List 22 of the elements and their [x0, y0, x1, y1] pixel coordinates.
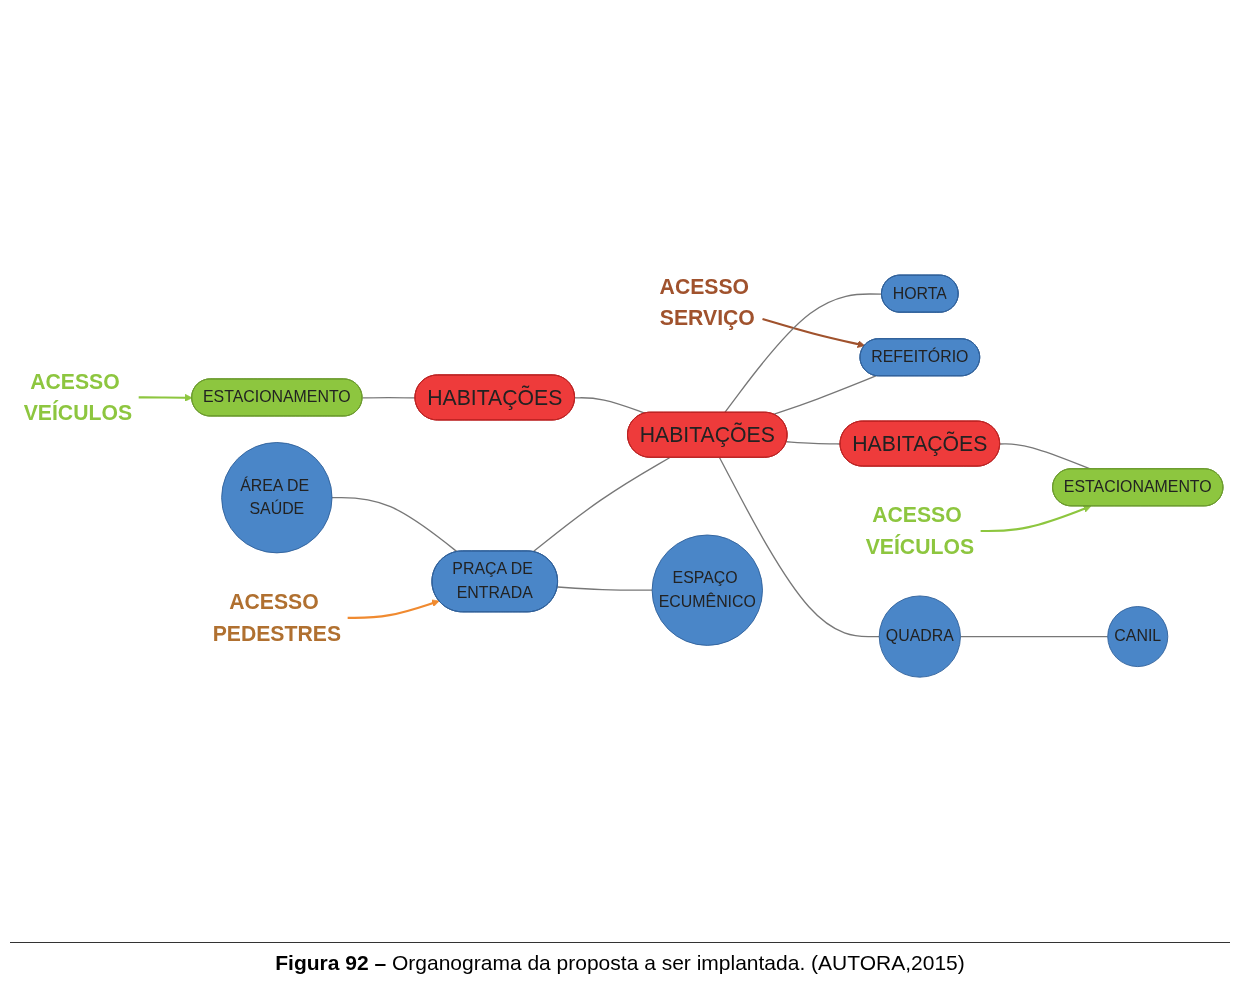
connector — [574, 397, 646, 415]
connector — [532, 457, 671, 553]
node-text: ACESSO PEDESTRES — [212, 589, 342, 646]
node-circle: ÁREA DE SAÚDE — [221, 442, 333, 554]
node-text: ACESSO VEÍCULOS — [865, 503, 975, 559]
arrow — [762, 318, 866, 349]
arrow — [347, 599, 440, 620]
connector — [772, 375, 877, 416]
connector — [556, 586, 653, 592]
figure-caption: Figura 92 – Organograma da proposta a ser implantada. (AUTORA,2015) — [10, 942, 1230, 989]
connector — [785, 441, 842, 446]
arrow — [138, 394, 193, 402]
node-circle: ESPAÇO ECUMÊNICO — [651, 534, 763, 647]
connector — [331, 497, 458, 553]
connector — [718, 457, 880, 638]
connector — [724, 293, 883, 414]
node-circle: QUADRA — [878, 595, 961, 678]
node-circle: CANIL — [1107, 606, 1169, 668]
connector — [959, 636, 1109, 638]
arrow — [980, 505, 1092, 533]
node-text: ACESSO VEÍCULOS — [23, 369, 133, 426]
node-text: ACESSO SERVIÇO — [659, 274, 755, 331]
